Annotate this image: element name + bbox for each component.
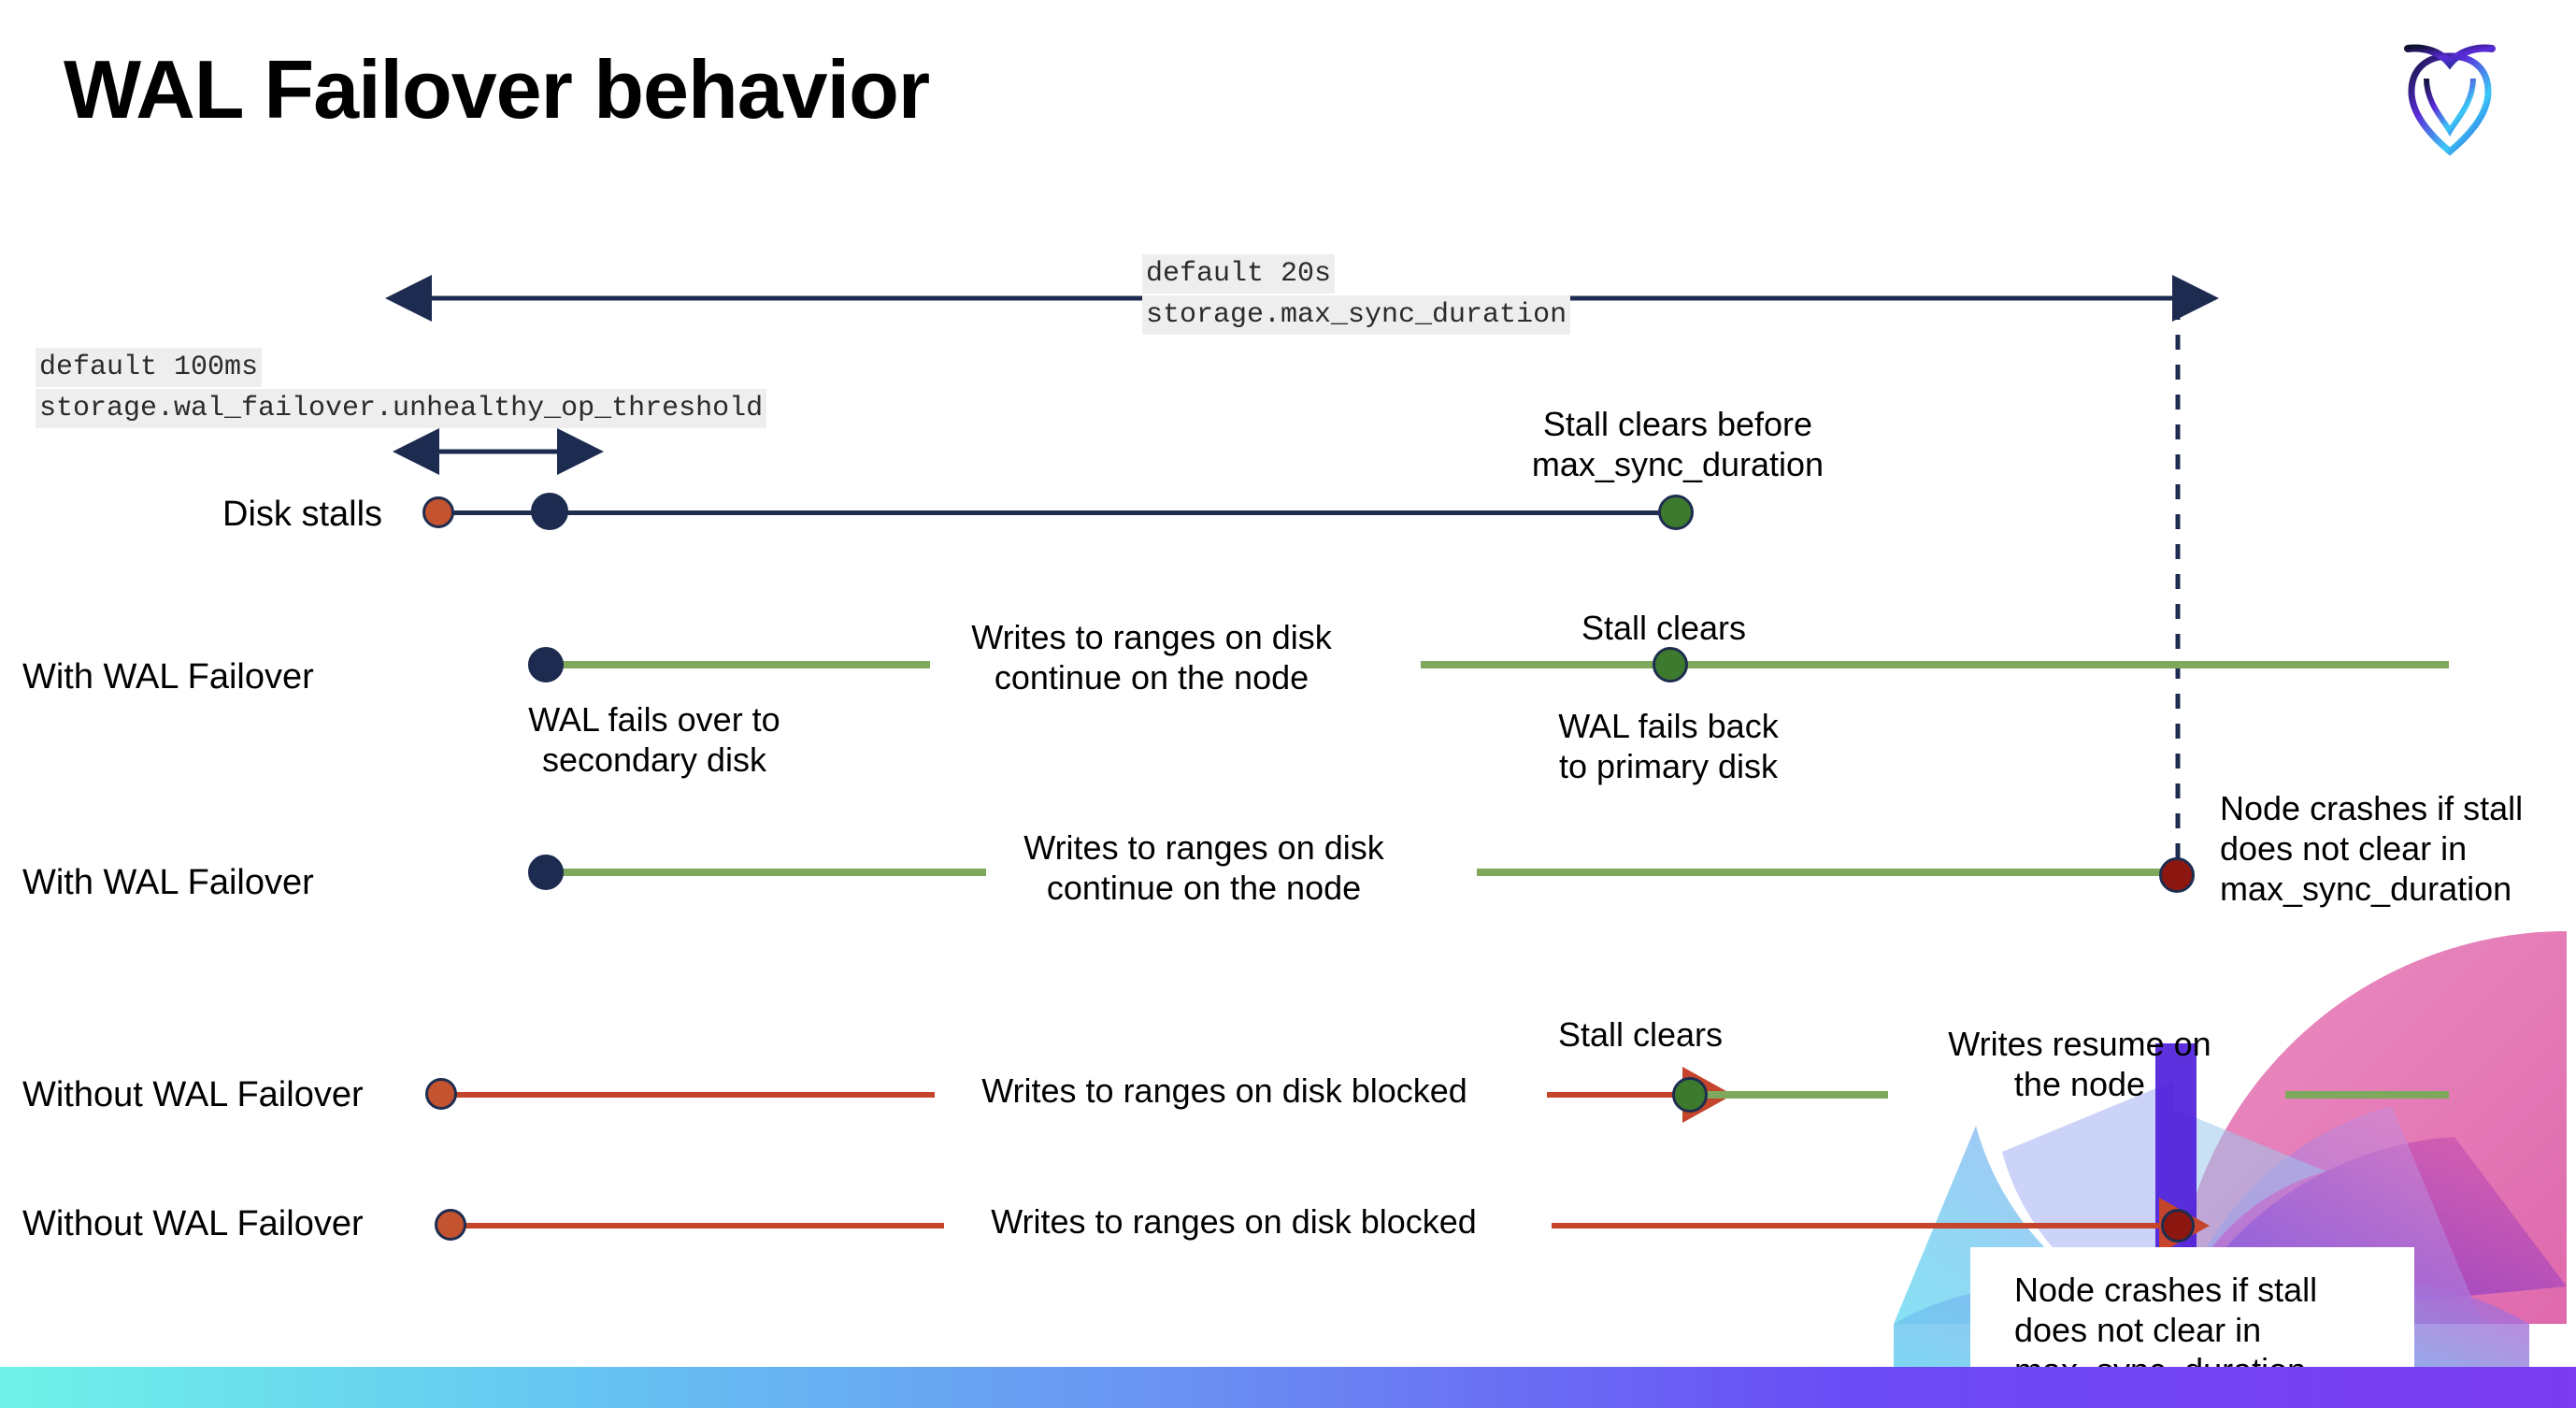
stall-clears-dot-row4	[1672, 1077, 1708, 1113]
wal-failover-trigger-dot	[531, 493, 568, 530]
wal-fails-over-dot	[528, 647, 564, 682]
annotation-stall-clears-row2: Stall clears	[1581, 609, 1747, 647]
with-failover-segment-a	[547, 661, 930, 668]
node-crash-dot-row3	[2159, 857, 2195, 893]
unhealthy-op-setting-label: storage.wal_failover.unhealthy_op_thresh…	[36, 389, 767, 429]
max-sync-default-label: default 20s	[1142, 254, 1336, 295]
with-failover-crash-segment-a	[547, 869, 986, 876]
with-failover-segment-b	[1421, 661, 2449, 668]
node-crash-dot-row5	[2161, 1209, 2195, 1243]
annotation-writes-resume-row4: Writes resume on the node	[1948, 1025, 2211, 1104]
without-failover-resume-segment-b	[2285, 1091, 2449, 1099]
disk-stall-start-dot	[422, 496, 454, 528]
page-title: WAL Failover behavior	[64, 43, 930, 136]
annotation-node-crashes-row3: Node crashes if stall does not clear in …	[2220, 789, 2524, 909]
unhealthy-op-default-label: default 100ms	[36, 348, 263, 388]
with-failover-crash-segment-b	[1477, 869, 2168, 876]
row-label-with-wal-failover-1: With WAL Failover	[22, 657, 314, 697]
annotation-writes-blocked-row5: Writes to ranges on disk blocked	[991, 1202, 1477, 1241]
row-label-without-wal-failover-1: Without WAL Failover	[22, 1075, 364, 1114]
without-failover-blocked-segment-row5	[458, 1223, 944, 1228]
bottom-gradient-bar	[0, 1367, 2576, 1408]
stall-clears-dot-row2	[1653, 647, 1688, 682]
annotation-writes-continue-row2: Writes to ranges on disk continue on the…	[971, 618, 1332, 697]
row-label-without-wal-failover-2: Without WAL Failover	[22, 1204, 364, 1243]
cockroachdb-logo-icon	[2389, 26, 2511, 157]
disk-stall-start-dot-row4	[425, 1078, 457, 1110]
without-failover-blocked-segment	[449, 1092, 935, 1098]
annotation-writes-blocked-row4: Writes to ranges on disk blocked	[981, 1071, 1467, 1110]
row-label-disk-stalls: Disk stalls	[222, 495, 383, 534]
annotation-stall-clears-before: Stall clears before max_sync_duration	[1531, 405, 1825, 484]
without-failover-resume-segment-a	[1701, 1091, 1888, 1099]
annotation-wal-fails-back: WAL fails back to primary disk	[1558, 707, 1779, 786]
disk-stall-timeline	[439, 510, 1673, 515]
annotation-writes-continue-row3: Writes to ranges on disk continue on the…	[1023, 828, 1384, 908]
max-sync-setting-label: storage.max_sync_duration	[1142, 295, 1571, 336]
annotation-wal-fails-over: WAL fails over to secondary disk	[528, 700, 780, 780]
wal-fails-over-dot-row3	[528, 855, 564, 890]
disk-stall-start-dot-row5	[435, 1209, 466, 1241]
annotation-stall-clears-row4: Stall clears	[1557, 1015, 1724, 1054]
row-label-with-wal-failover-2: With WAL Failover	[22, 863, 314, 902]
disk-stall-clear-dot	[1658, 495, 1694, 530]
